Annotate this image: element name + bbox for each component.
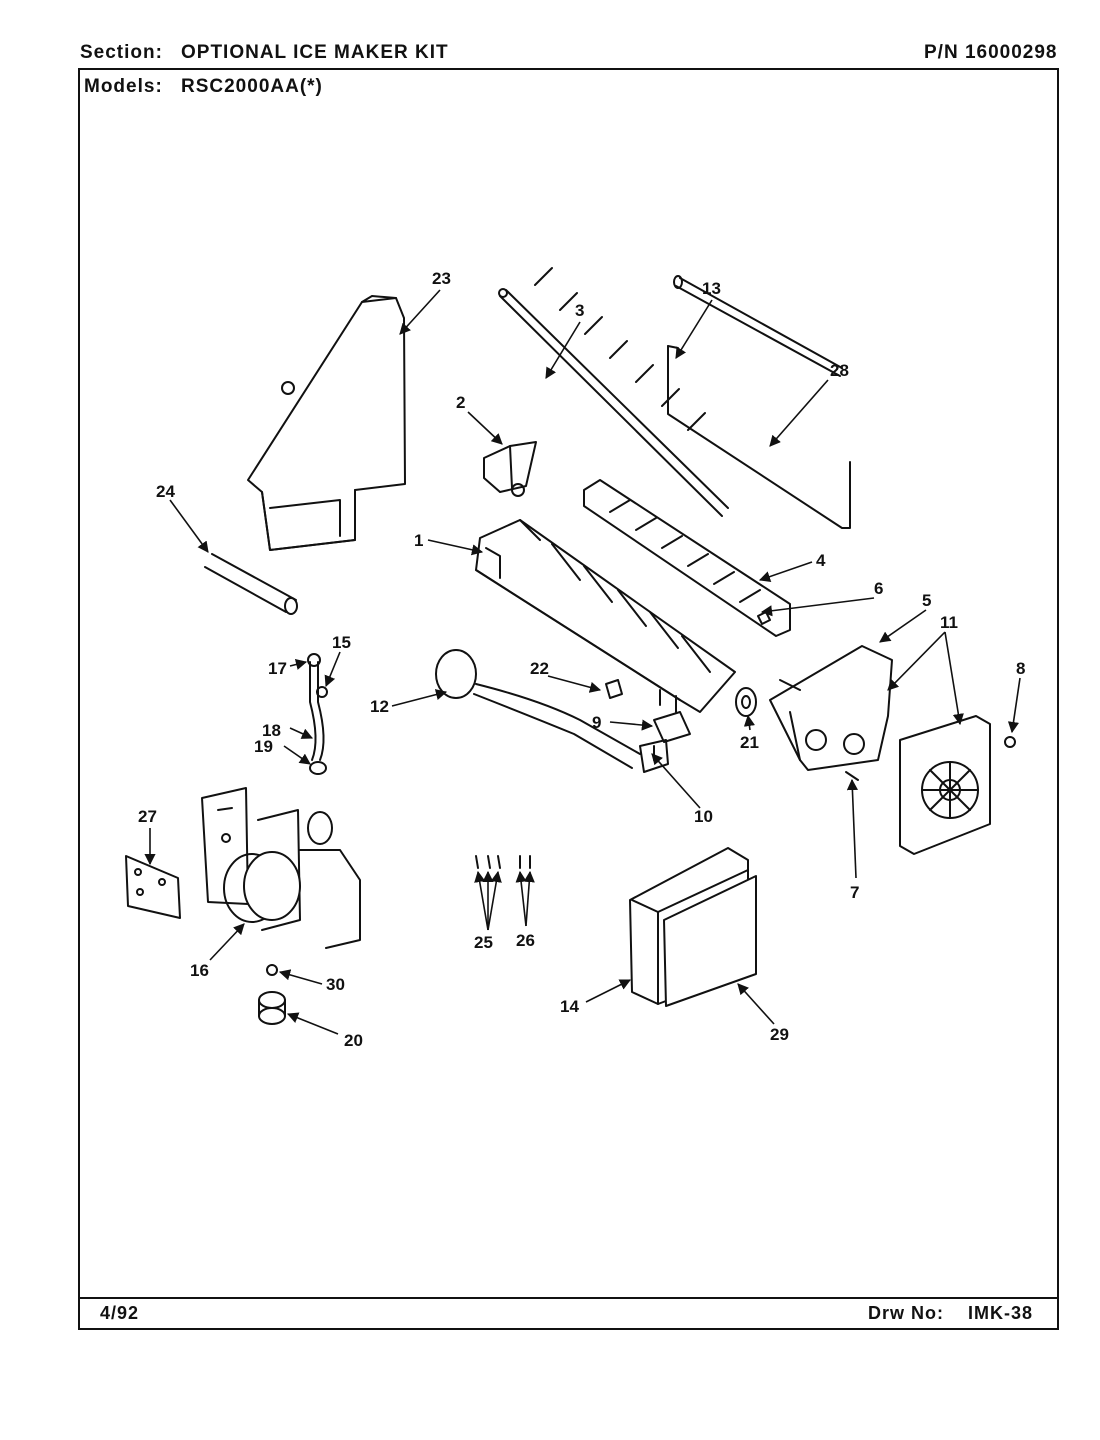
bracket-part-9 — [653, 711, 691, 743]
callout-7: 7 — [850, 883, 859, 902]
drawing-number: IMK-38 — [968, 1303, 1034, 1323]
part-number: P/N 16000298 — [924, 42, 1058, 63]
callout-26: 26 — [516, 931, 535, 950]
section-title: OPTIONAL ICE MAKER KIT — [181, 42, 449, 63]
callout-25: 25 — [474, 933, 493, 952]
clip-part-22 — [605, 679, 623, 699]
callout-17: 17 — [268, 659, 287, 678]
shutoff-arm-part — [667, 275, 851, 529]
callout-13: 13 — [702, 279, 721, 298]
callout-2: 2 — [456, 393, 465, 412]
water-valve-part — [201, 787, 361, 949]
callout-30: 30 — [326, 975, 345, 994]
drawing-label: Drw No: — [868, 1303, 944, 1323]
callout-4: 4 — [816, 551, 826, 570]
leader-lines — [144, 289, 1021, 1035]
bracket-part — [483, 441, 537, 497]
drawing-frame — [78, 68, 1059, 1330]
callout-20: 20 — [344, 1031, 363, 1050]
mounting-plate-part — [125, 855, 181, 919]
gear-part — [735, 687, 757, 717]
callout-5: 5 — [922, 591, 931, 610]
insulation-part — [663, 875, 757, 1007]
mold-part — [475, 519, 736, 713]
callout-10: 10 — [694, 807, 713, 826]
callout-28: 28 — [830, 361, 849, 380]
screw-part-7 — [845, 771, 859, 781]
section-label: Section: — [80, 42, 163, 63]
callout-27: 27 — [138, 807, 157, 826]
fill-tube-part — [307, 653, 328, 775]
screws-set-26 — [519, 855, 531, 869]
callout-22: 22 — [530, 659, 549, 678]
stripper-part — [583, 479, 791, 637]
models-value: RSC2000AA(*) — [181, 76, 323, 97]
callout-1: 1 — [414, 531, 423, 550]
callout-24: 24 — [156, 482, 175, 501]
callout-3: 3 — [575, 301, 584, 320]
nut-part — [266, 964, 278, 976]
wire-harness-part — [435, 649, 669, 773]
callout-14: 14 — [560, 997, 579, 1016]
callout-12: 12 — [370, 697, 389, 716]
revision-date: 4/92 — [100, 1303, 140, 1323]
rod-part — [204, 553, 298, 615]
models-label: Models: — [84, 76, 163, 97]
motor-plate-part — [899, 715, 991, 855]
callout-8: 8 — [1016, 659, 1025, 678]
callout-9: 9 — [592, 713, 601, 732]
callout-29: 29 — [770, 1025, 789, 1044]
screws-set-25 — [475, 855, 501, 869]
callout-18: 18 — [262, 721, 281, 740]
callout-11: 11 — [940, 613, 958, 632]
callout-19: 19 — [254, 737, 273, 756]
callout-15: 15 — [332, 633, 351, 652]
footer-divider — [78, 1297, 1059, 1299]
callout-16: 16 — [190, 961, 209, 980]
ejector-part — [498, 267, 729, 517]
callout-23: 23 — [432, 269, 451, 288]
ice-chute-part — [247, 295, 406, 551]
callout-6: 6 — [874, 579, 883, 598]
clip-part — [757, 611, 771, 625]
housing-part — [769, 645, 893, 771]
fitting-part — [258, 991, 286, 1025]
screw-part — [1004, 736, 1016, 748]
callout-21: 21 — [740, 733, 759, 752]
